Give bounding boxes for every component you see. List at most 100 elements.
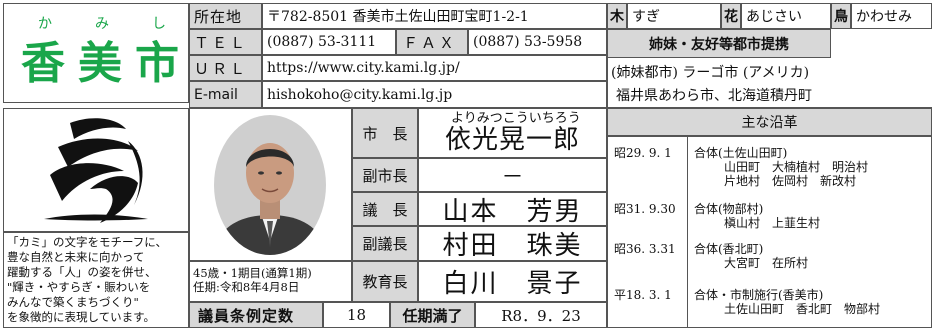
flower-value: あじさい <box>746 9 802 25</box>
email-label: E-mail <box>194 86 238 103</box>
history-event-1-detail: 山田町 大楠植村 明治村 <box>724 160 869 174</box>
fax-cell: (0887) 53-5958 <box>468 29 607 55</box>
mayor-photo-cell <box>189 108 352 261</box>
history-date-2: 昭31. 9.30 <box>614 202 676 216</box>
official-name-vice-chair-cell: 村田 珠美 <box>418 226 607 261</box>
logo-description-line: 豊な自然と未来に向かって <box>7 250 145 264</box>
sister-header: 姉妹・友好等都市提携 <box>649 36 789 53</box>
tree-value: すぎ <box>632 9 660 25</box>
tel-cell: (0887) 53-3111 <box>262 29 396 55</box>
official-title-vice-chair-cell: 副議長 <box>352 226 418 261</box>
official-title-mayor: 市 長 <box>362 124 408 143</box>
history-event-3-detail: 大宮町 在所村 <box>724 256 809 270</box>
term-value: R8．9．23 <box>501 306 581 325</box>
official-title-vice-chair: 副議長 <box>362 235 408 253</box>
seats-value: 18 <box>346 306 367 324</box>
mayor-name-ruby: よりみつこういちろう <box>451 111 581 126</box>
official-title-vice-mayor-cell: 副市長 <box>352 158 418 192</box>
ruby-shi: し <box>152 16 166 32</box>
sister-header-cell: 姉妹・友好等都市提携 <box>607 29 831 58</box>
bird-value: かわせみ <box>856 9 912 25</box>
url-label: ＵＲＬ <box>194 59 249 78</box>
history-event-1-detail: 片地村 佐岡村 新改村 <box>724 174 857 188</box>
official-name-mayor-cell: よりみつこういちろう 依光晃一郎 <box>418 108 607 158</box>
sister-body-cell: (姉妹都市) ラーゴ市 (アメリカ) 福井県あわら市、北海道積丹町 <box>607 58 932 108</box>
history-date-1: 昭29. 9. 1 <box>614 146 672 160</box>
address-label-cell: 所在地 <box>189 3 262 29</box>
tel-label-cell: ＴＥＬ <box>189 29 262 55</box>
official-name-education: 白川 景子 <box>442 269 583 299</box>
history-event-4-title: 合体・市制施行(香美市) <box>694 288 824 302</box>
sister-line-1: (姉妹都市) ラーゴ市 (アメリカ) <box>611 65 810 81</box>
tree-label: 木 <box>610 9 624 25</box>
logo-cell <box>3 108 189 232</box>
logo-description-line: 躍動する「人」の姿を併せ、 <box>7 265 157 279</box>
official-name-mayor: 依光晃一郎 <box>445 125 581 155</box>
seats-label-cell: 議員条例定数 <box>189 302 323 328</box>
official-name-vice-mayor: － <box>501 165 524 190</box>
history-event-4-detail: 土佐山田町 香北町 物部村 <box>724 302 881 316</box>
address-label: 所在地 <box>194 7 243 26</box>
history-date-4: 平18. 3. 1 <box>614 288 672 302</box>
logo-description-line: 「カミ」の文字をモチーフに、 <box>7 235 167 249</box>
url-label-cell: ＵＲＬ <box>189 55 262 81</box>
sister-line-2: 福井県あわら市、北海道積丹町 <box>616 88 812 104</box>
city-logo-mark <box>44 118 148 223</box>
tree-label-cell: 木 <box>607 3 627 29</box>
ruby-ka: か <box>38 16 52 32</box>
address-value: 〒782-8501 香美市土佐山田町宝町1-2-1 <box>267 9 529 25</box>
fax-label: ＦＡＸ <box>403 33 458 52</box>
city-char-mi: 美 <box>78 38 122 89</box>
bird-label-cell: 鳥 <box>831 3 851 29</box>
term-label: 任期満了 <box>402 306 463 325</box>
mayor-term-line-2: 任期:令和8年4月8日 <box>193 280 300 294</box>
logo-description-line: "輝き・やすらぎ・賑わいを <box>7 280 151 294</box>
official-title-education: 教育長 <box>362 273 408 291</box>
history-date-3: 昭36. 3.31 <box>614 242 676 256</box>
official-name-vice-mayor-cell: － <box>418 158 607 192</box>
ruby-mi: み <box>95 16 109 32</box>
flower-cell: あじさい <box>741 3 831 29</box>
logo-description-cell: 「カミ」の文字をモチーフに、 豊な自然と未来に向かって 躍動する「人」の姿を併せ… <box>3 232 189 328</box>
email-link[interactable]: hishokoho@city.kami.lg.jp <box>267 86 453 103</box>
history-divider <box>687 137 688 327</box>
seats-cell: 18 <box>323 302 390 328</box>
history-event-2-detail: 槇山村 上韮生村 <box>724 216 821 230</box>
official-title-chair: 議 長 <box>362 200 408 219</box>
history-header-cell: 主な沿革 <box>607 108 932 136</box>
history-event-3-title: 合体(香北町) <box>694 242 764 256</box>
fax-label-cell: ＦＡＸ <box>396 29 468 55</box>
official-title-vice-mayor: 副市長 <box>362 166 408 185</box>
history-header: 主な沿革 <box>741 115 798 131</box>
term-cell: R8．9．23 <box>475 302 607 328</box>
email-cell: hishokoho@city.kami.lg.jp <box>262 81 607 108</box>
history-event-2-title: 合体(物部村) <box>694 202 764 216</box>
mayor-term-line-1: 45歳・1期目(通算1期) <box>193 266 312 280</box>
email-label-cell: E-mail <box>189 81 262 108</box>
city-char-shi: 市 <box>135 38 179 89</box>
address-cell: 〒782-8501 香美市土佐山田町宝町1-2-1 <box>262 3 607 29</box>
logo-description-line: みんなで築くまちづくり" <box>7 295 139 309</box>
tree-cell: すぎ <box>627 3 721 29</box>
bird-cell: かわせみ <box>851 3 932 29</box>
fax-value: (0887) 53-5958 <box>473 34 583 50</box>
official-name-education-cell: 白川 景子 <box>418 261 607 302</box>
history-event-1-title: 合体(土佐山田町) <box>694 146 788 160</box>
tel-label: ＴＥＬ <box>194 33 249 52</box>
city-name-cell: か み し 香 美 市 <box>3 3 189 103</box>
bird-label: 鳥 <box>834 9 848 25</box>
history-body-cell: 昭29. 9. 1 合体(土佐山田町) 山田町 大楠植村 明治村 片地村 佐岡村… <box>607 136 932 328</box>
official-title-education-cell: 教育長 <box>352 261 418 302</box>
official-name-chair-cell: 山本 芳男 <box>418 192 607 226</box>
flower-label-cell: 花 <box>721 3 741 29</box>
official-name-chair: 山本 芳男 <box>442 196 583 226</box>
official-title-chair-cell: 議 長 <box>352 192 418 226</box>
official-title-mayor-cell: 市 長 <box>352 108 418 158</box>
url-link[interactable]: https://www.city.kami.lg.jp/ <box>267 60 460 76</box>
city-char-ka: 香 <box>21 38 65 89</box>
logo-description-line: を象徴的に表現しています。 <box>7 310 156 324</box>
tel-value: (0887) 53-3111 <box>267 34 377 50</box>
official-name-vice-chair: 村田 珠美 <box>442 231 583 261</box>
flower-label: 花 <box>724 9 738 25</box>
term-label-cell: 任期満了 <box>390 302 475 328</box>
